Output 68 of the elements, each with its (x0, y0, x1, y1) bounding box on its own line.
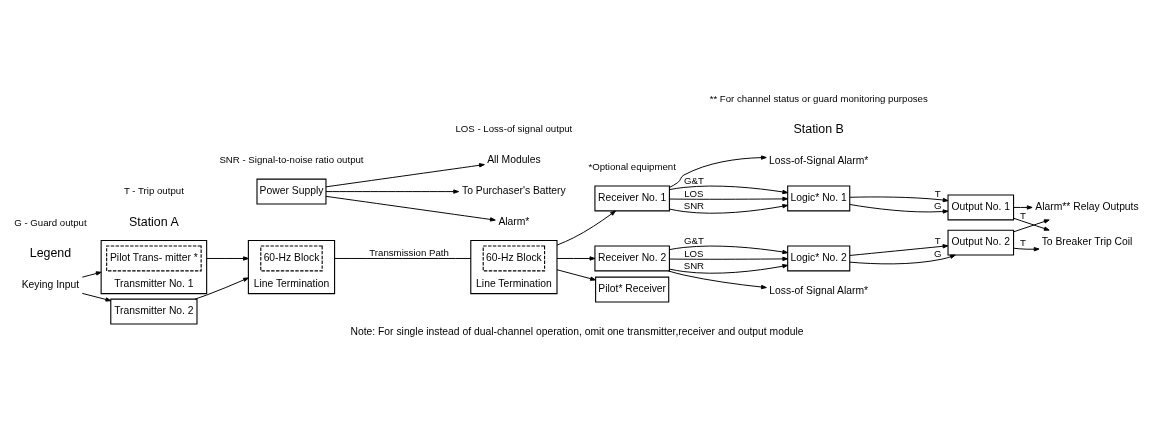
node-text: Alarm** Relay Outputs (1035, 200, 1139, 212)
node-box: Logic* No. 2 (787, 245, 851, 271)
edge-label: SNR (683, 199, 705, 211)
arrow (194, 276, 249, 300)
arrow (668, 263, 789, 274)
node-text: Alarm* (498, 215, 530, 227)
node-box: Output No. 1 (947, 194, 1015, 220)
node-box: Transmitter No. 2 (110, 298, 198, 325)
edge-label: G (933, 199, 942, 211)
arrow (325, 162, 485, 187)
node-box: Receiver No. 1 (594, 185, 670, 211)
edge-label: LOS (684, 187, 704, 199)
node-box: Pilot* Receiver (595, 276, 670, 302)
node-box: Logic* No. 1 (787, 185, 851, 211)
arrow (81, 292, 112, 302)
node-text: To Purchaser's Battery (462, 184, 566, 196)
node-text: Loss-of Signal Alarm* (769, 284, 869, 296)
arrow (668, 203, 789, 214)
arrow (669, 185, 789, 194)
arrow (556, 210, 616, 246)
edge-label: G&T (683, 174, 704, 186)
arrow (1013, 204, 1033, 210)
arrow (669, 245, 789, 254)
edge-label: SNR (683, 259, 705, 271)
arrow (849, 243, 949, 256)
node-box: 60-Hz Block (260, 245, 323, 271)
node-box: Output No. 2 (947, 229, 1015, 256)
label: LOS - Loss-of signal output (455, 122, 573, 134)
node-text: Loss-of-Signal Alarm* (769, 154, 869, 166)
arrow (556, 255, 596, 261)
arrow (325, 188, 460, 194)
label: *Optional equipment (588, 160, 676, 172)
edge-label: T (1019, 209, 1026, 221)
arrow (667, 269, 767, 289)
label: Station A (129, 214, 179, 229)
caption: Note: For single instead of dual-channel operation, omit one transmitter,receiver and output module (350, 325, 804, 337)
edge-label: G (933, 247, 942, 259)
node-box: Power Supply (256, 178, 327, 205)
arrow (849, 195, 949, 202)
arrow (81, 270, 102, 278)
edge-label: T (1019, 236, 1026, 248)
label: Station B (793, 121, 844, 136)
edge-label: G&T (683, 234, 704, 246)
arrow (849, 254, 956, 264)
label: SNR - Signal-to-noise ratio output (219, 153, 364, 165)
label: G - Guard output (14, 216, 87, 228)
arrow (849, 203, 949, 214)
arrow (556, 268, 596, 281)
edge-label: T (934, 187, 941, 199)
arrow (668, 154, 767, 188)
edge-label: Transmission Path (369, 246, 449, 258)
label: ** For channel status or guard monitoring purposes (709, 92, 928, 104)
node-text: To Breaker Trip Coil (1041, 235, 1133, 247)
arrow (206, 255, 249, 261)
arrow (325, 195, 496, 222)
arrow (669, 256, 789, 261)
arrow (1013, 246, 1040, 251)
edge-label: LOS (684, 247, 704, 259)
connector (334, 257, 472, 259)
node-box: 60-Hz Block (482, 245, 546, 271)
node-box: Receiver No. 2 (594, 245, 670, 271)
node-text: Keying Input (21, 278, 80, 290)
edge-label: T (934, 234, 941, 246)
label: T - Trip output (123, 184, 184, 196)
label: Legend (29, 245, 72, 260)
node-box: Pilot Trans- mitter * (106, 245, 202, 271)
node-text: All Modules (487, 153, 541, 165)
arrow (669, 196, 789, 201)
